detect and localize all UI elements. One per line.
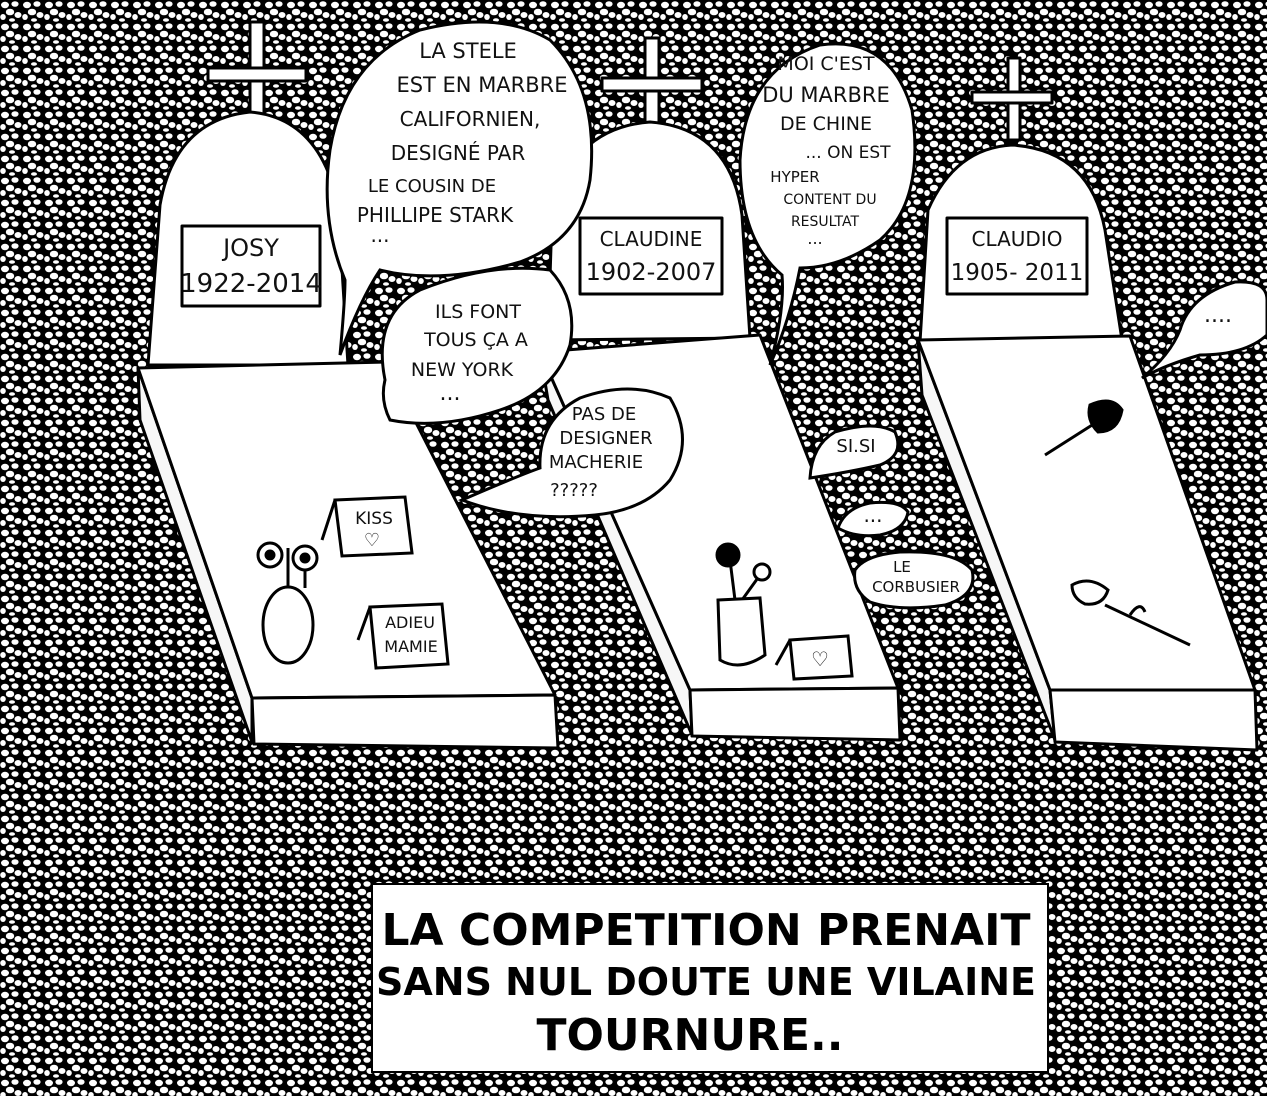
- bubble-chine-line: CONTENT DU: [783, 192, 876, 208]
- bubble-chine-line: MOI C'EST: [777, 53, 875, 75]
- bubble-newyork-line: ILS FONT: [435, 301, 521, 323]
- bubble-newyork-line: ...: [440, 381, 461, 406]
- speech-bubble-sisi: [808, 424, 900, 480]
- cross-icon: [600, 36, 704, 126]
- bubble-newyork-line: TOUS ÇA A: [423, 329, 528, 351]
- speech-bubble-designer: [458, 387, 684, 519]
- adieu-plaque-line-1: ADIEU: [385, 613, 435, 632]
- caption-line-2: SANS NUL DOUTE UNE VILAINE: [376, 960, 1036, 1004]
- bubble-designer-line: PAS DE: [572, 404, 636, 425]
- bubble-chine-line: HYPER: [770, 168, 819, 186]
- caption-line-3: TOURNURE..: [537, 1010, 844, 1061]
- bubble-corbusier-line: LE: [893, 558, 911, 576]
- speech-bubble-stele: [325, 20, 594, 356]
- speech-bubble-right-dots: [1141, 280, 1267, 380]
- grave-name: CLAUDINE: [600, 227, 703, 251]
- kiss-plaque: [320, 495, 414, 558]
- bubble-stele-line: EST EN MARBRE: [396, 73, 567, 97]
- rose-icon: [1044, 399, 1124, 457]
- grave-dates: 1922-2014: [180, 269, 322, 299]
- speech-bubble-dots: [836, 500, 910, 538]
- slab-front: [1048, 688, 1259, 752]
- bubble-chine-line: DE CHINE: [780, 113, 872, 135]
- bubble-chine-line: RESULTAT: [791, 214, 860, 230]
- bubble-designer-line: DESIGNER: [559, 428, 652, 449]
- grave-dates: 1902-2007: [586, 258, 717, 286]
- bubble-stele-line: LE COUSIN DE: [368, 176, 496, 197]
- slab-front: [688, 686, 902, 742]
- bubble-corbusier-line: CORBUSIER: [872, 578, 960, 596]
- bubble-chine-line: DU MARBRE: [762, 83, 890, 107]
- bubble-chine-line: ...: [807, 229, 822, 248]
- grave-name: JOSY: [221, 234, 279, 262]
- bubble-stele-line: DESIGNÉ PAR: [391, 141, 526, 165]
- heart-icon: ♡: [364, 530, 380, 551]
- adieu-plaque: [356, 602, 450, 670]
- bubble-designer-line: MACHERIE: [549, 452, 643, 473]
- vase-flowers-icon: [715, 542, 772, 667]
- caption-box: [371, 883, 1049, 1073]
- bubble-designer-line: ?????: [550, 480, 598, 501]
- name-plate: [180, 224, 322, 308]
- slab-front: [250, 693, 560, 750]
- bubble-dots-text: ...: [863, 503, 882, 527]
- bubble-right-dots-text: ....: [1204, 303, 1232, 328]
- vase-flowers-icon: [256, 541, 319, 665]
- kiss-plaque-text: KISS: [355, 509, 393, 529]
- heart-plaque: [774, 634, 854, 681]
- name-plate: [578, 216, 724, 296]
- bubble-stele-line: ...: [370, 223, 389, 247]
- speech-bubble-newyork: [380, 266, 574, 425]
- grave-dates: 1905- 2011: [951, 260, 1084, 286]
- heart-icon: ♡: [811, 647, 829, 671]
- rose-icon: [1070, 579, 1191, 647]
- caption-line-1: LA COMPETITION PRENAIT: [382, 905, 1031, 956]
- cross-icon: [970, 56, 1054, 142]
- bubble-stele-line: LA STELE: [419, 39, 517, 63]
- bubble-sisi-text: SI.SI: [836, 436, 875, 457]
- grave-name: CLAUDIO: [972, 227, 1063, 251]
- bubble-stele-line: CALIFORNIEN,: [400, 107, 541, 131]
- bubble-stele-line: PHILLIPE STARK: [357, 203, 514, 227]
- cross-icon: [206, 20, 308, 119]
- speech-bubble-chine: [738, 42, 917, 366]
- bubble-chine-line: ... ON EST: [805, 143, 891, 163]
- grave-claudio: [916, 56, 1259, 752]
- speech-bubble-corbusier: [853, 550, 975, 610]
- bubble-newyork-line: NEW YORK: [411, 359, 514, 381]
- adieu-plaque-line-2: MAMIE: [384, 637, 437, 656]
- name-plate: [945, 216, 1089, 296]
